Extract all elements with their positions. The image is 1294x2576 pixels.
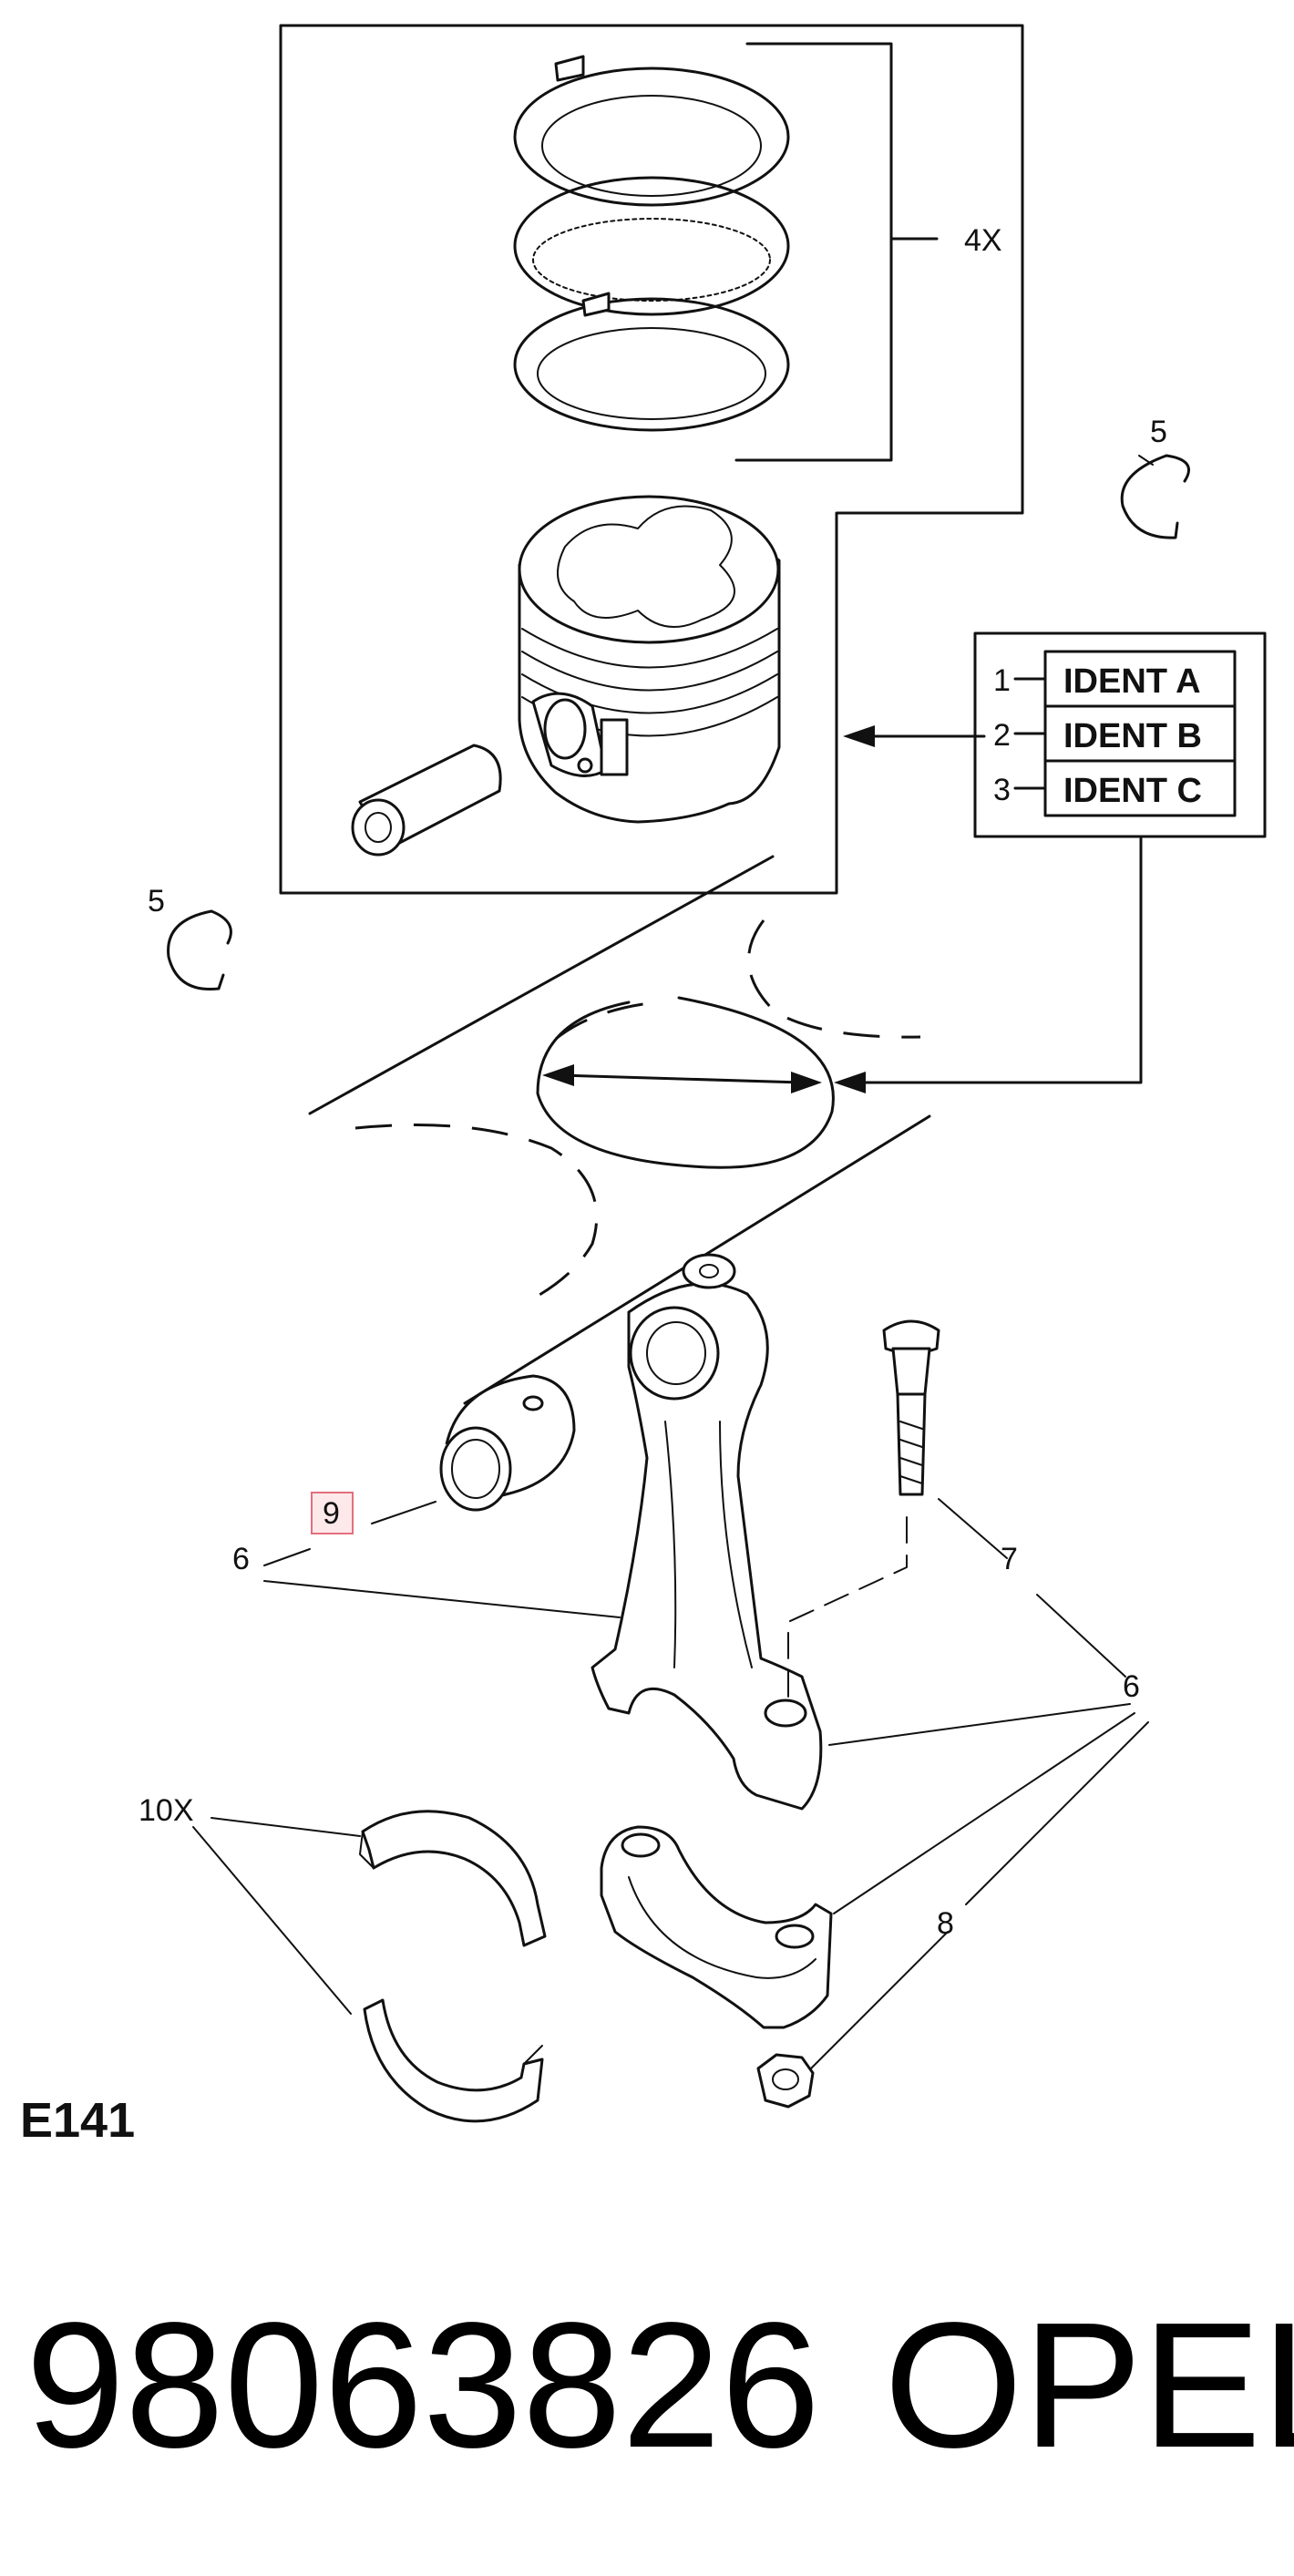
ident-c-label: IDENT C [1063, 772, 1202, 810]
piston-group-frame [279, 24, 1024, 895]
snap-ring-left-label: 5 [148, 884, 165, 919]
ring-set-bracket [734, 42, 939, 462]
bearing-shells-qty-label: 10X [139, 1793, 194, 1828]
ident-arrow-head-bore [834, 1072, 866, 1093]
ident-arrow-head-piston [843, 725, 875, 747]
rod-bolt-hidden-line [787, 1516, 908, 1709]
rod-bolt [882, 1319, 940, 1496]
bushing-label-highlight [311, 1492, 354, 1534]
bore-diameter-arrow [542, 1064, 822, 1093]
bearing-shell-lower [363, 1998, 544, 2123]
ident-number-3: 3 [993, 773, 1011, 807]
connecting-rod [591, 1253, 823, 1811]
rod-assembly-label-right: 6 [1123, 1669, 1140, 1704]
snap-ring-left [167, 909, 232, 991]
rod-nut-label: 8 [937, 1906, 954, 1941]
snap-ring-top [1120, 454, 1190, 539]
ident-b-label: IDENT B [1063, 717, 1202, 755]
leader-lines [192, 455, 1154, 2069]
ident-number-1: 1 [993, 663, 1011, 698]
rod-cap [600, 1825, 833, 2029]
piston [518, 495, 781, 824]
rod-assembly-label-left: 6 [232, 1542, 250, 1576]
rod-bolt-label: 7 [1001, 1542, 1018, 1576]
piston-pin [351, 744, 502, 857]
ident-a-label: IDENT A [1063, 662, 1201, 701]
piston-rings [513, 55, 790, 432]
ident-arrow-to-bore [846, 835, 1143, 1084]
snap-ring-top-label: 5 [1150, 415, 1167, 449]
small-end-bushing [439, 1374, 576, 1512]
bushing-label: 9 [323, 1496, 340, 1531]
ring-set-qty-label: 4X [964, 223, 1002, 258]
cylinder-block [308, 855, 931, 1405]
ident-number-2: 2 [993, 718, 1011, 753]
figure-code: E141 [20, 2093, 135, 2148]
brand-name: OPEL [884, 2285, 1294, 2485]
bearing-shell-upper [359, 1810, 547, 1947]
part-number: 98063826 [26, 2285, 820, 2485]
rod-nut [756, 2053, 815, 2109]
